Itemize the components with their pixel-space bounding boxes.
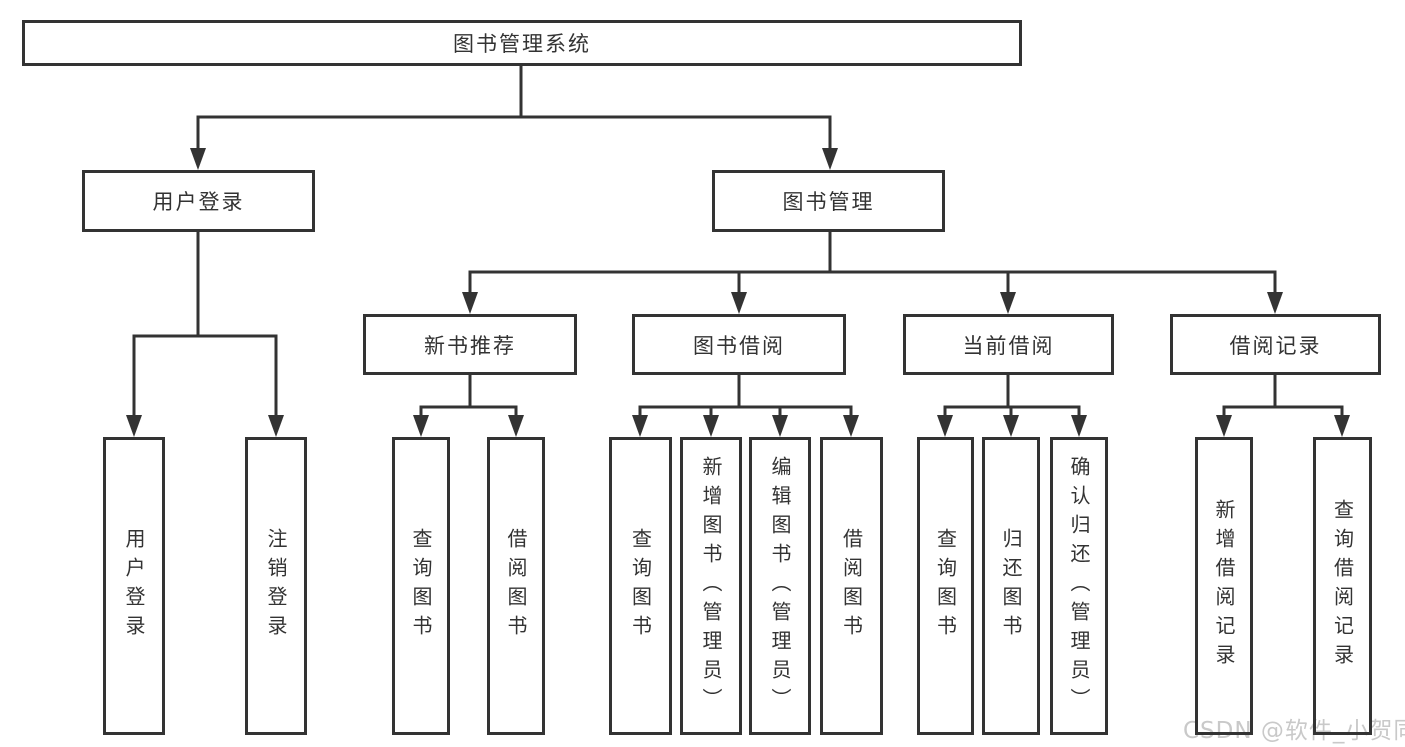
- node-label: 用户登录: [152, 190, 245, 214]
- leaf-label: 归还图书: [999, 528, 1023, 644]
- leaf-query-books-borrowing: 查询图书: [609, 437, 672, 735]
- node-book-management: 图书管理: [712, 170, 945, 232]
- leaf-return-book: 归还图书: [982, 437, 1040, 735]
- leaf-label: 用户登录: [122, 528, 146, 644]
- leaf-query-books-current: 查询图书: [917, 437, 974, 735]
- node-label: 图书管理: [782, 190, 875, 214]
- node-borrowing-records: 借阅记录: [1170, 314, 1381, 375]
- node-label: 图书借阅: [693, 333, 785, 358]
- leaf-label: 新增图书（管理员）: [699, 455, 723, 717]
- leaf-label: 查询借阅记录: [1330, 499, 1355, 673]
- node-label: 新书推荐: [424, 333, 516, 358]
- leaf-label: 新增借阅记录: [1212, 499, 1236, 673]
- leaf-label: 查询图书: [628, 528, 653, 644]
- leaf-borrow-books-recommend: 借阅图书: [487, 437, 545, 735]
- node-user-login-branch: 用户登录: [82, 170, 315, 232]
- leaf-query-books-recommend: 查询图书: [392, 437, 450, 735]
- node-root-system: 图书管理系统: [22, 20, 1022, 66]
- node-label: 当前借阅: [962, 333, 1055, 358]
- leaf-confirm-return-admin: 确认归还（管理员）: [1050, 437, 1108, 735]
- leaf-label: 确认归还（管理员）: [1067, 455, 1091, 717]
- leaf-logout: 注销登录: [245, 437, 307, 735]
- node-book-borrowing: 图书借阅: [632, 314, 846, 375]
- leaf-label: 借阅图书: [839, 528, 864, 644]
- csdn-watermark: CSDN @软件_小贺同学: [1183, 718, 1405, 744]
- leaf-label: 编辑图书（管理员）: [768, 455, 792, 717]
- leaf-query-borrow-record: 查询借阅记录: [1313, 437, 1372, 735]
- leaf-label: 查询图书: [409, 528, 433, 644]
- leaf-label: 注销登录: [264, 528, 288, 644]
- node-label: 借阅记录: [1229, 333, 1322, 358]
- leaf-label: 借阅图书: [504, 528, 528, 644]
- leaf-borrow-books-borrowing: 借阅图书: [820, 437, 883, 735]
- leaf-add-borrow-record: 新增借阅记录: [1195, 437, 1253, 735]
- leaf-add-book-admin: 新增图书（管理员）: [680, 437, 742, 735]
- leaf-user-login: 用户登录: [103, 437, 165, 735]
- leaf-edit-book-admin: 编辑图书（管理员）: [749, 437, 811, 735]
- node-label: 图书管理系统: [453, 32, 591, 56]
- node-current-borrowing: 当前借阅: [903, 314, 1114, 375]
- leaf-label: 查询图书: [933, 528, 958, 644]
- node-new-book-recommend: 新书推荐: [363, 314, 577, 375]
